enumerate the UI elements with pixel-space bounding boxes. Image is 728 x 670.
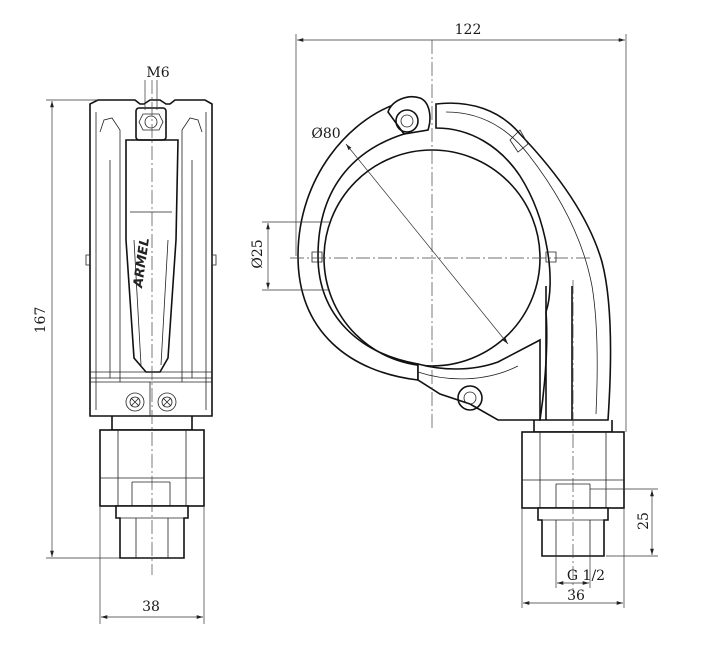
logo-text: ARMEL: [131, 237, 153, 290]
screw-icon: [157, 392, 177, 412]
dimension-122: 122: [295, 22, 627, 432]
dim-25-label: 25: [636, 512, 652, 530]
side-view: ARMEL: [85, 80, 217, 575]
dim-167-label: 167: [33, 307, 49, 334]
dim-122-label: 122: [455, 22, 482, 38]
dimension-36: 36: [521, 508, 625, 608]
dim-o25-label: Ø25: [250, 239, 266, 268]
dimension-g12: G 1/2: [555, 556, 605, 588]
dim-m6-label: M6: [146, 65, 169, 81]
dim-38-label: 38: [142, 599, 160, 615]
dim-o80-label: Ø80: [311, 126, 340, 142]
dim-36-label: 36: [567, 588, 585, 604]
dimension-38: 38: [99, 506, 205, 624]
dimension-167: 167: [33, 99, 120, 559]
dimension-25: 25: [590, 488, 658, 557]
dimension-m6: M6: [144, 65, 170, 110]
screw-icon: [125, 392, 145, 412]
dimension-o25: Ø25: [250, 221, 330, 291]
front-view: [290, 40, 625, 590]
dim-g12-label: G 1/2: [567, 568, 605, 584]
dimension-o80: Ø80: [311, 126, 340, 142]
